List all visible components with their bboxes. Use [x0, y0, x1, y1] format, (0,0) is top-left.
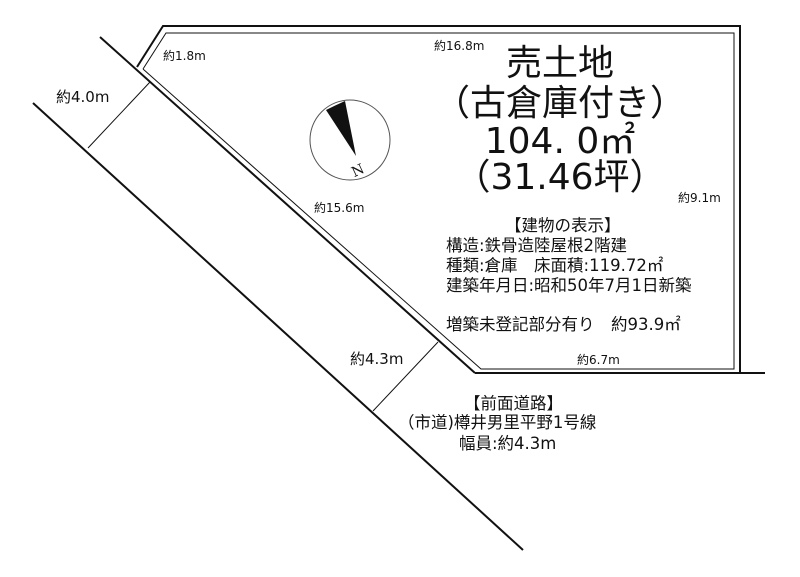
road-width-line-upper: [87, 81, 151, 149]
compass-needle-icon: [326, 101, 356, 156]
title-line2: （古倉庫付き）: [433, 83, 686, 124]
road-width: 幅員:約4.3m: [459, 434, 557, 453]
dim-top: 約16.8m: [434, 39, 485, 53]
road-edge-lower: [32, 102, 524, 551]
building-built: 建築年月日:昭和50年7月1日新築: [446, 276, 692, 295]
road-heading: 【前面道路】: [464, 394, 563, 413]
compass-circle: [309, 99, 391, 181]
dim-bottom: 約6.7m: [577, 353, 620, 367]
road-name: （市道)樽井男里平野1号線: [398, 413, 597, 432]
title-line1: 売土地: [505, 43, 614, 84]
road-width-line-lower: [372, 341, 439, 412]
building-note: 増築未登記部分有り 約93.9㎡: [446, 315, 681, 334]
building-heading: 【建物の表示】: [505, 216, 621, 235]
building-structure: 構造:鉄骨造陸屋根2階建: [446, 236, 628, 255]
dim-diagonal: 約15.6m: [314, 201, 365, 215]
dim-road-lower: 約4.3m: [350, 350, 404, 368]
title-area: 104. 0㎡: [484, 121, 636, 162]
dim-road-upper: 約4.0m: [56, 88, 110, 106]
building-type: 種類:倉庫 床面積:119.72㎡: [446, 256, 664, 275]
title-tsubo: （31.46坪）: [454, 157, 666, 198]
road-edge-upper: [99, 36, 476, 374]
lot-outline-outer: [136, 25, 765, 374]
dim-right: 約9.1m: [678, 191, 721, 205]
lot-outline-inner: [142, 32, 735, 370]
dim-corner: 約1.8m: [163, 49, 206, 63]
